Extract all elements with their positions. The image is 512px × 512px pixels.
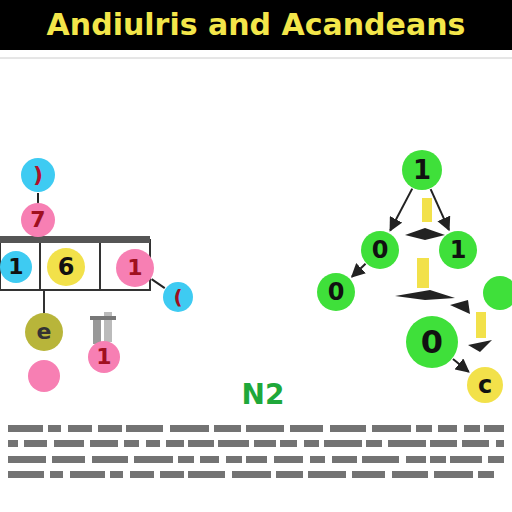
circle-number: ( <box>173 287 182 307</box>
number-circle: 1 <box>0 251 32 284</box>
title: Andiulris and Acandeans <box>0 6 512 44</box>
circle-number: 6 <box>58 255 75 279</box>
garbled-text <box>8 425 504 478</box>
circle-number: 7 <box>30 209 45 231</box>
number-circle: 7 <box>21 203 55 237</box>
divider <box>99 243 101 290</box>
number-circle: 0 <box>317 273 355 311</box>
number-circle: 0 <box>361 231 399 269</box>
circle-number: 1 <box>8 256 23 278</box>
arrow-blade <box>450 300 470 314</box>
circle-number: 0 <box>372 238 389 262</box>
connector <box>352 264 366 277</box>
number-circle: e <box>25 313 63 351</box>
number-circle: 0 <box>406 316 458 368</box>
connector <box>431 189 449 230</box>
number-circle: ( <box>163 282 193 312</box>
circle-number: e <box>37 321 52 343</box>
rule <box>0 58 512 59</box>
number-circle: 6 <box>47 248 85 286</box>
yellow-bar <box>422 198 432 222</box>
empty-circle <box>28 360 60 392</box>
number-circle: 1 <box>116 249 154 287</box>
number-circle: ) <box>21 158 55 192</box>
number-circle: c <box>467 367 503 403</box>
stem <box>43 290 45 313</box>
circle-number: 1 <box>413 157 431 183</box>
connector <box>453 359 469 372</box>
circle-number: c <box>478 373 492 397</box>
number-circle: 1 <box>402 150 442 190</box>
connector <box>152 279 165 288</box>
divider <box>39 243 41 290</box>
connector <box>390 189 412 231</box>
empty-circle <box>483 276 512 310</box>
arrow-blade <box>468 340 492 352</box>
yellow-bar <box>476 312 486 338</box>
arrow-blade <box>405 228 445 240</box>
arrow-blade <box>395 290 455 300</box>
circle-number: 0 <box>421 326 443 358</box>
circle-number: 1 <box>450 238 467 262</box>
circle-number: ) <box>33 164 43 186</box>
gear-part <box>90 316 116 320</box>
circle-number: 1 <box>96 346 111 368</box>
circle-number: 0 <box>328 280 345 304</box>
bar-top <box>0 236 150 243</box>
yellow-bar <box>417 258 429 288</box>
number-circle: 1 <box>88 341 121 374</box>
number-circle: 1 <box>439 231 477 269</box>
circle-number: 1 <box>127 257 142 279</box>
connector <box>37 193 39 202</box>
gear-part <box>93 318 101 344</box>
label: N2 <box>242 381 285 409</box>
